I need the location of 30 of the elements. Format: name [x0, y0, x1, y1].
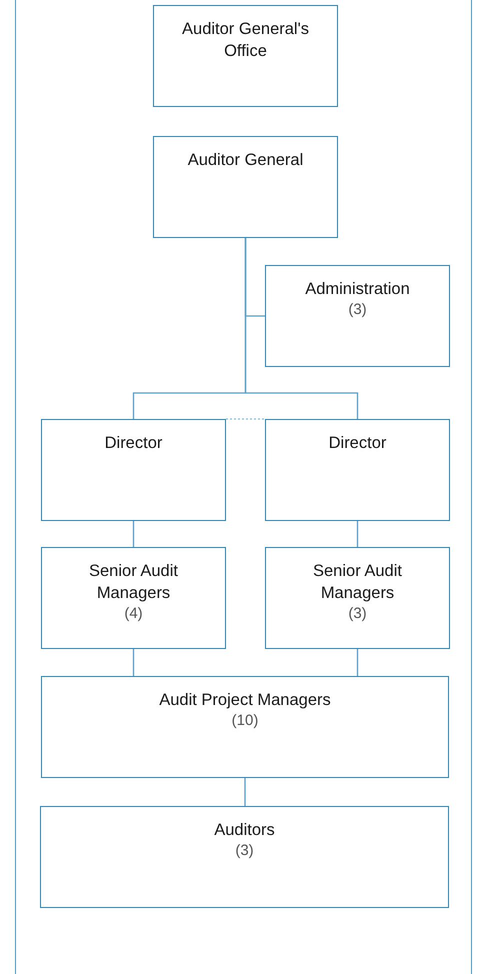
unit-title: Auditor General — [188, 150, 304, 171]
connector-line — [244, 238, 358, 419]
org-unit-box — [153, 5, 338, 107]
dotted-connector — [226, 418, 265, 420]
staff-count: (3) — [348, 604, 367, 624]
staff-count: (3) — [235, 841, 254, 861]
org-unit-box — [265, 547, 450, 649]
connector-line — [132, 521, 134, 547]
connector-line — [356, 649, 358, 676]
unit-title: Senior Audit Managers — [312, 561, 403, 604]
unit-title: Administration — [305, 279, 410, 300]
org-unit-box — [265, 419, 450, 521]
unit-title: Senior Audit Managers — [88, 561, 179, 604]
org-unit-box — [265, 265, 450, 367]
org-unit-box — [153, 136, 338, 238]
staff-count: (10) — [232, 711, 258, 731]
unit-title: Audit Project Managers — [159, 690, 331, 711]
staff-count: (3) — [348, 300, 367, 320]
org-unit-box — [41, 547, 226, 649]
connector-line — [132, 649, 134, 676]
unit-title: Director — [328, 433, 386, 454]
org-unit-box — [41, 419, 226, 521]
connector-line — [244, 778, 246, 806]
org-unit-box — [41, 676, 449, 778]
unit-title: Director — [104, 433, 162, 454]
unit-title: Auditors — [214, 820, 275, 841]
connector-line — [356, 521, 358, 547]
org-unit-box — [40, 806, 449, 908]
unit-title: Auditor General's Office — [181, 19, 310, 62]
staff-count: (4) — [124, 604, 143, 624]
